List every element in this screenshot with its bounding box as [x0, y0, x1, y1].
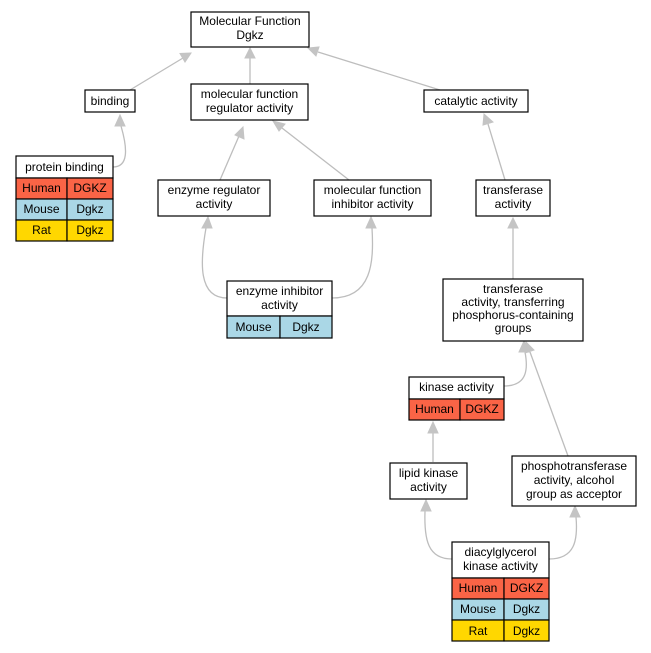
arrowhead-icon: [114, 113, 126, 127]
arrowhead-icon: [427, 420, 439, 434]
edge-enzreg-mfreg: [219, 135, 240, 181]
node-label: Dgkz: [236, 28, 263, 42]
node-label: kinase activity: [463, 559, 538, 573]
node-label: activity: [261, 298, 298, 312]
node-protein-binding[interactable]: protein binding Human DGKZ Mouse Dgkz Ra…: [15, 155, 114, 242]
arrowhead-icon: [179, 52, 192, 63]
node-lipid-kinase-activity[interactable]: lipid kinase activity: [389, 462, 468, 500]
arrowhead-icon: [244, 46, 256, 59]
arrowhead-icon: [420, 498, 432, 512]
node-label: activity, transferring: [461, 295, 564, 309]
node-molecular-function-regulator-activity[interactable]: molecular function regulator activity: [190, 83, 309, 121]
arrowhead-icon: [569, 504, 581, 518]
node-binding[interactable]: binding: [84, 89, 136, 113]
node-transferase-phosphorus-groups[interactable]: transferase activity, transferring phosp…: [442, 278, 584, 342]
species-label: Human: [459, 581, 498, 595]
species-label: Mouse: [235, 320, 271, 334]
node-label: regulator activity: [206, 101, 293, 115]
gene-label: Dgkz: [76, 223, 103, 237]
node-label: transferase: [483, 282, 543, 296]
gene-label: Dgkz: [513, 624, 540, 638]
edge-enzinh-enzreg: [201, 227, 228, 299]
node-label: molecular function: [324, 183, 421, 197]
node-label: phosphorus-containing: [452, 308, 573, 322]
species-label: Human: [415, 402, 454, 416]
node-transferase-activity[interactable]: transferase activity: [475, 179, 551, 217]
node-label: inhibitor activity: [331, 197, 413, 211]
species-label: Human: [22, 181, 61, 195]
node-label: diacylglycerol: [464, 545, 536, 559]
edge-dgk-phosphotrans: [548, 516, 578, 560]
arrowhead-icon: [201, 215, 213, 229]
arrowhead-icon: [234, 125, 245, 140]
node-label: enzyme inhibitor: [236, 284, 323, 298]
node-label: activity, alcohol: [534, 473, 614, 487]
arrowhead-icon: [524, 340, 535, 354]
node-label: transferase: [483, 183, 543, 197]
arrowhead-icon: [271, 120, 286, 132]
node-label: phosphotransferase: [521, 459, 627, 473]
node-diacylglycerol-kinase-activity[interactable]: diacylglycerol kinase activity Human DGK…: [451, 541, 550, 642]
node-label: kinase activity: [419, 380, 494, 394]
node-label: activity: [410, 480, 447, 494]
node-label: binding: [91, 94, 130, 108]
edge-dgk-lipidkin: [424, 510, 453, 560]
node-catalytic-activity[interactable]: catalytic activity: [423, 89, 529, 113]
edge-protbind-binding: [112, 125, 127, 168]
gene-label: DGKZ: [510, 581, 543, 595]
node-label: catalytic activity: [434, 94, 517, 108]
node-enzyme-inhibitor-activity[interactable]: enzyme inhibitor activity Mouse Dgkz: [226, 280, 333, 339]
edges: [112, 46, 581, 560]
edge-mfinh-mfreg: [281, 127, 350, 181]
gene-cell-rat: [66, 219, 114, 242]
gene-label: Dgkz: [292, 320, 319, 334]
edge-transferase-catalytic: [487, 123, 506, 181]
edge-catalytic-root: [317, 51, 441, 91]
node-phosphotransferase-alcohol-acceptor[interactable]: phosphotransferase activity, alcohol gro…: [511, 455, 637, 507]
gene-cell-rat: [503, 619, 550, 642]
species-label: Mouse: [23, 202, 59, 216]
gene-cell-human: [459, 398, 505, 421]
gene-label: Dgkz: [76, 202, 103, 216]
node-label: enzyme regulator: [168, 183, 261, 197]
node-label: activity: [495, 197, 532, 211]
node-label: Molecular Function: [199, 14, 300, 28]
gene-label: Dgkz: [513, 602, 540, 616]
node-molecular-function[interactable]: Molecular Function Dgkz: [190, 11, 310, 48]
gene-label: DGKZ: [73, 181, 106, 195]
species-label: Rat: [469, 624, 488, 638]
edge-kinase-transphos: [503, 351, 528, 387]
edge-enzinh-mfinh: [331, 227, 374, 299]
node-label: group as acceptor: [526, 487, 622, 501]
node-label: protein binding: [25, 160, 104, 174]
node-kinase-activity[interactable]: kinase activity Human DGKZ: [408, 376, 505, 421]
arrowhead-icon: [306, 46, 320, 57]
species-label: Mouse: [460, 602, 496, 616]
node-label: activity: [196, 197, 233, 211]
arrowhead-icon: [482, 112, 495, 126]
node-molecular-function-inhibitor-activity[interactable]: molecular function inhibitor activity: [313, 179, 432, 217]
node-enzyme-regulator-activity[interactable]: enzyme regulator activity: [157, 179, 271, 217]
arrowhead-icon: [365, 215, 377, 229]
edge-phosphotrans-transphos: [529, 351, 569, 457]
arrowhead-icon: [507, 216, 519, 229]
species-label: Rat: [32, 223, 51, 237]
nodes: Molecular Function Dgkz binding molecula…: [15, 11, 637, 642]
gene-label: DGKZ: [465, 402, 498, 416]
gene-cell-mouse: [279, 315, 333, 339]
node-label: groups: [495, 321, 532, 335]
node-label: lipid kinase: [399, 466, 459, 480]
edge-binding-root: [129, 57, 184, 91]
node-label: molecular function: [201, 87, 298, 101]
